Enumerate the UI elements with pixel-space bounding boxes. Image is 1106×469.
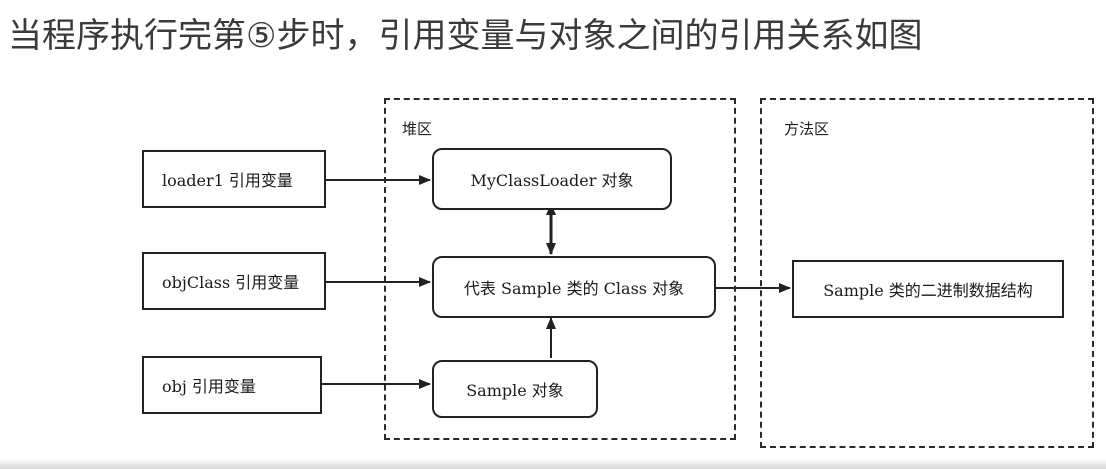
- obj-variable-box: obj 引用变量: [142, 356, 322, 414]
- page-title: 当程序执行完第⑤步时，引用变量与对象之间的引用关系如图: [8, 16, 923, 56]
- bottom-edge-strip: [0, 458, 1106, 469]
- sample-object-box: Sample 对象: [432, 360, 598, 418]
- myclassloader-object-box: MyClassLoader 对象: [432, 148, 672, 210]
- heap-region-label: 堆区: [402, 120, 433, 138]
- objclass-variable-box: objClass 引用变量: [142, 252, 326, 310]
- method-area-region-label: 方法区: [784, 120, 830, 138]
- heap-region: [384, 98, 736, 440]
- method-area-region: [760, 98, 1094, 448]
- loader1-variable-box: loader1 引用变量: [142, 150, 326, 208]
- sample-binary-structure-box: Sample 类的二进制数据结构: [792, 260, 1064, 318]
- class-object-box: 代表 Sample 类的 Class 对象: [432, 256, 716, 318]
